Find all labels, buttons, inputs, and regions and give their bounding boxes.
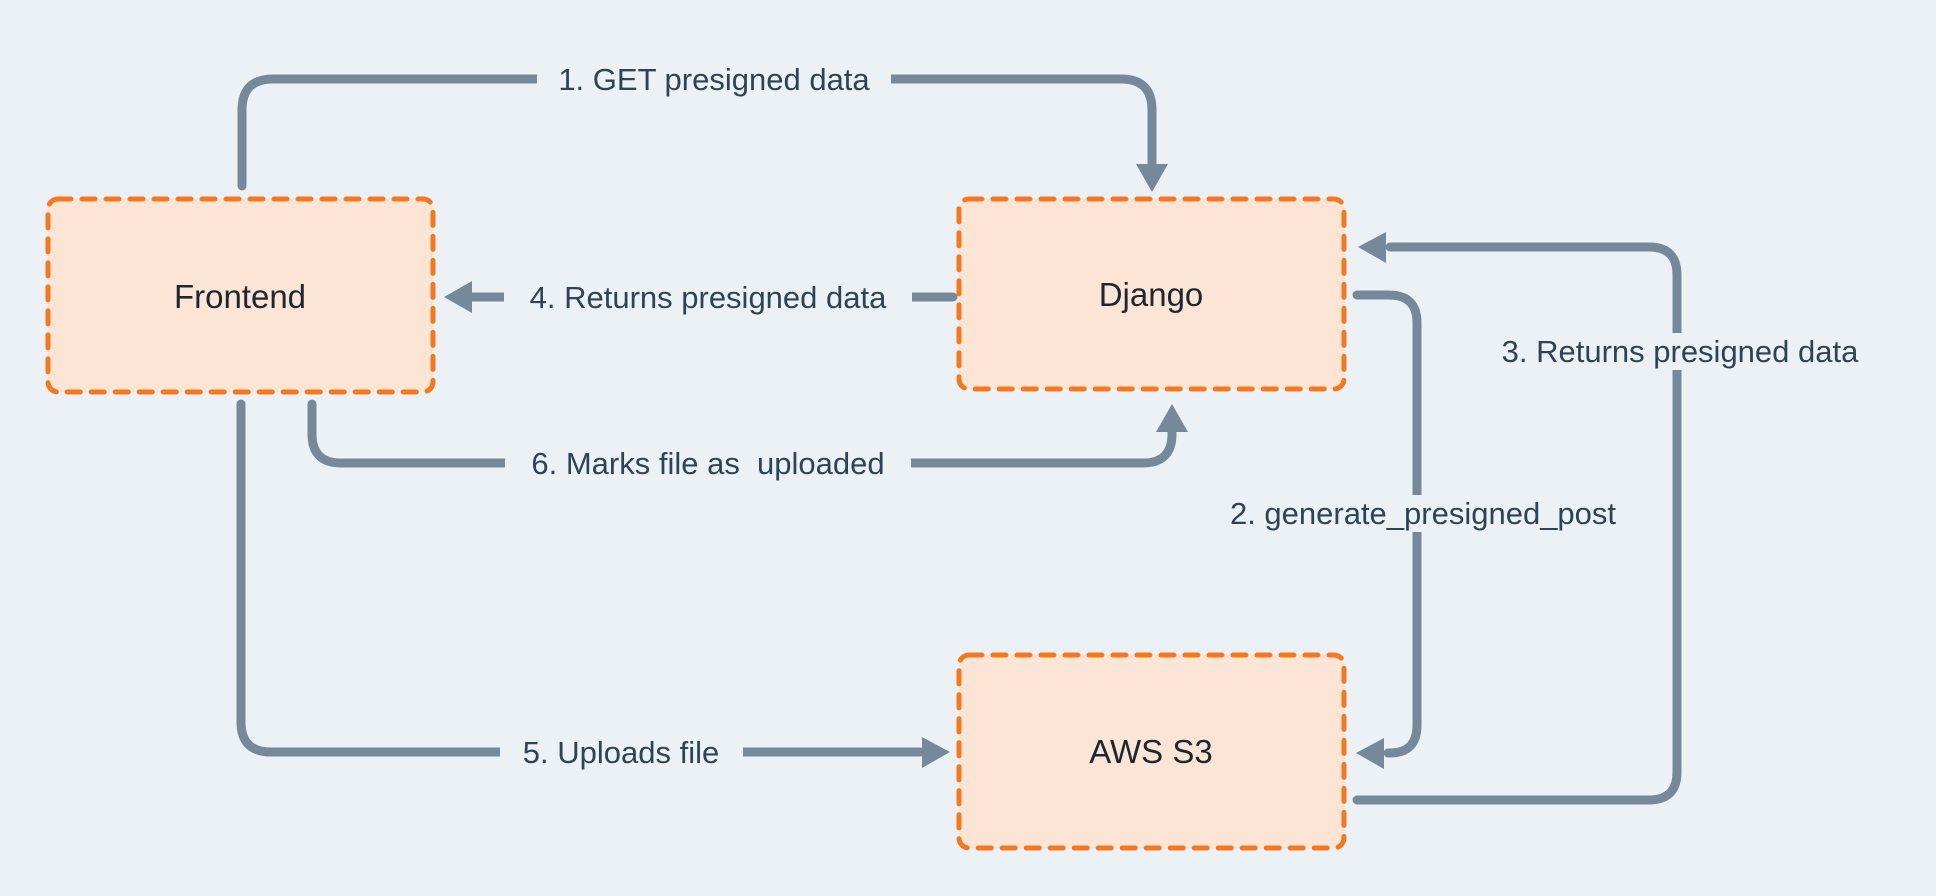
edge-6-label-gap — [505, 445, 911, 481]
edge-2-label-gap — [1199, 495, 1647, 532]
edge-4-label: 4. Returns presigned data — [530, 280, 887, 315]
edge-5-label: 5. Uploads file — [523, 735, 719, 770]
arrowhead-layer — [444, 164, 1386, 769]
frontend-node-box — [45, 196, 436, 395]
edge-5-arrowhead-icon — [922, 737, 950, 768]
edge-2-label: 2. generate_presigned_post — [1230, 496, 1616, 531]
edge-1-arrowhead-icon — [1136, 164, 1168, 192]
edge-5-label-gap — [500, 734, 743, 770]
nodes-layer: Frontend Django AWS S3 — [45, 196, 1347, 851]
edge-3-label: 3. Returns presigned data — [1502, 334, 1859, 369]
edge-3-path — [1352, 242, 1682, 805]
edge-6-label: 6. Marks file as uploaded — [531, 446, 884, 481]
django-node-label: Django — [1099, 276, 1204, 313]
edge-3-arrowhead-icon — [1358, 232, 1386, 263]
frontend-node-label: Frontend — [174, 278, 306, 315]
edge-1-label: 1. GET presigned data — [558, 62, 870, 97]
edge-3-label-gap — [1474, 333, 1886, 370]
django-node-box — [956, 196, 1347, 392]
edge-labels-layer: 1. GET presigned data 4. Returns presign… — [523, 62, 1859, 770]
edge-2-arrowhead-icon — [1356, 738, 1384, 769]
django-node: Django — [956, 196, 1347, 392]
aws-s3-node-label: AWS S3 — [1089, 733, 1212, 770]
edge-5-path — [236, 399, 925, 757]
edge-4-label-gap — [504, 279, 912, 315]
label-gap-layer — [500, 61, 1886, 770]
aws-s3-node-box — [956, 652, 1347, 851]
aws-s3-node: AWS S3 — [956, 652, 1347, 851]
edge-1-label-gap — [537, 61, 891, 97]
frontend-node: Frontend — [45, 196, 436, 395]
edge-4-arrowhead-icon — [444, 281, 472, 313]
edge-6-arrowhead-icon — [1156, 404, 1188, 432]
